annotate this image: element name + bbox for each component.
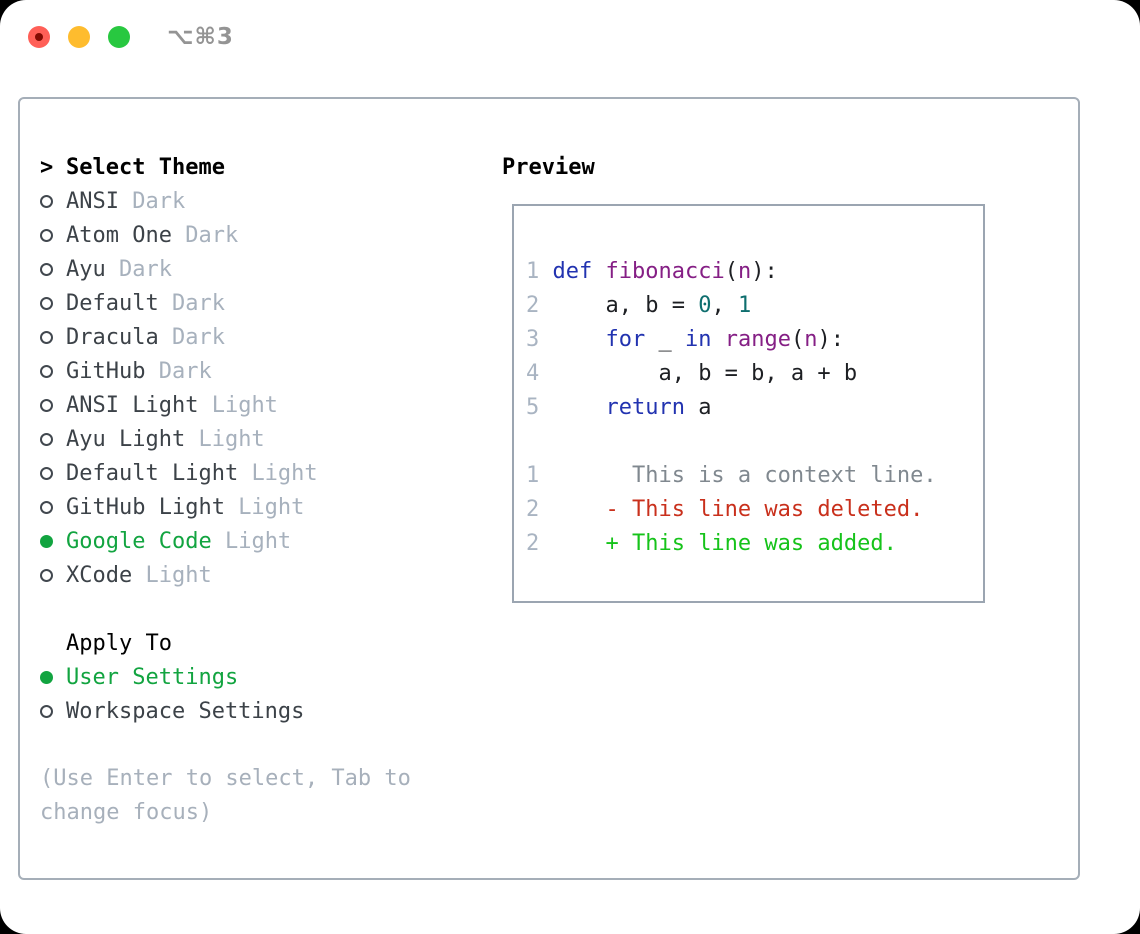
radio-icon[interactable] — [40, 330, 53, 344]
apply-option-workspace-settings[interactable]: Workspace Settings — [40, 694, 450, 728]
spacer — [40, 728, 450, 762]
code-line: 1 def fibonacci(n): — [526, 259, 778, 284]
select-theme-header-row: > Select Theme — [40, 150, 450, 184]
apply-option-user-settings[interactable]: User Settings — [40, 660, 450, 694]
blank-line — [526, 425, 983, 459]
theme-tag: Light — [224, 528, 292, 554]
selected-radio-icon[interactable] — [40, 670, 53, 684]
prompt-caret: > — [40, 154, 54, 180]
help-hint: (Use Enter to select, Tab to change focu… — [40, 766, 411, 825]
diff-line-ctx: 1 This is a context line. — [526, 463, 937, 488]
theme-tag: Dark — [132, 188, 186, 214]
theme-tag: Light — [251, 460, 318, 486]
zoom-button[interactable] — [108, 26, 130, 48]
diff-line-add: 2 + This line was added. — [526, 531, 897, 556]
apply-target-name: Workspace Settings — [66, 698, 305, 724]
titlebar: ⌥⌘3 — [0, 0, 1140, 70]
theme-option-xcode[interactable]: XCode Light — [40, 558, 450, 592]
theme-name: Ayu — [66, 256, 119, 282]
spacer — [40, 592, 450, 626]
theme-tag: Dark — [171, 324, 225, 350]
radio-icon[interactable] — [40, 262, 53, 276]
code-lines: 1 def fibonacci(n): 2 a, b = 0, 1 3 for _ … — [526, 255, 983, 425]
theme-name: GitHub Light — [66, 494, 239, 520]
theme-name: GitHub — [66, 358, 159, 384]
radio-icon[interactable] — [40, 296, 53, 310]
theme-option-github-light[interactable]: GitHub Light Light — [40, 490, 450, 524]
radio-icon[interactable] — [40, 704, 53, 718]
theme-option-ansi[interactable]: ANSI Dark — [40, 184, 450, 218]
radio-icon[interactable] — [40, 466, 53, 480]
diff-line-del: 2 - This line was deleted. — [526, 497, 924, 522]
theme-tag: Dark — [185, 222, 239, 248]
theme-option-ansi-light[interactable]: ANSI Light Light — [40, 388, 450, 422]
radio-icon[interactable] — [40, 398, 53, 412]
diff-lines: 1 This is a context line. 2 - This line w… — [526, 459, 983, 561]
window-title: ⌥⌘3 — [167, 24, 234, 50]
radio-icon[interactable] — [40, 500, 53, 514]
radio-icon[interactable] — [40, 364, 53, 378]
selected-radio-icon[interactable] — [40, 534, 53, 548]
code-line: 3 for _ in range(n): — [526, 327, 844, 352]
theme-tag: Light — [211, 392, 278, 418]
close-button[interactable] — [28, 26, 50, 48]
theme-tag: Light — [238, 494, 305, 520]
theme-option-default-light[interactable]: Default Light Light — [40, 456, 450, 490]
code-line: 2 a, b = 0, 1 — [526, 293, 752, 318]
theme-option-google-code[interactable]: Google Code Light — [40, 524, 450, 558]
theme-name: XCode — [66, 562, 146, 588]
preview-box: 1 def fibonacci(n): 2 a, b = 0, 1 3 for _ … — [512, 204, 985, 603]
theme-name: Atom One — [66, 222, 186, 248]
theme-tag: Dark — [171, 290, 225, 316]
theme-option-ayu-light[interactable]: Ayu Light Light — [40, 422, 450, 456]
apply-to-header: Apply To — [66, 630, 172, 656]
code-line: 4 a, b = b, a + b — [526, 361, 858, 386]
theme-tag: Light — [198, 426, 265, 452]
theme-option-dracula[interactable]: Dracula Dark — [40, 320, 450, 354]
radio-icon[interactable] — [40, 194, 53, 208]
theme-name: ANSI Light — [66, 392, 212, 418]
theme-name: ANSI — [66, 188, 133, 214]
minimize-button[interactable] — [68, 26, 90, 48]
theme-option-atom-one[interactable]: Atom One Dark — [40, 218, 450, 252]
theme-name: Google Code — [66, 528, 225, 554]
preview-header: Preview — [502, 154, 595, 180]
preview-column: Preview 1 def fibonacci(n): 2 a, b = 0, 1… — [502, 150, 985, 603]
theme-tag: Dark — [118, 256, 172, 282]
theme-tag: Dark — [158, 358, 212, 384]
select-theme-header: Select Theme — [66, 154, 225, 180]
radio-icon[interactable] — [40, 432, 53, 446]
theme-name: Ayu Light — [66, 426, 199, 452]
radio-icon[interactable] — [40, 228, 53, 242]
radio-icon[interactable] — [40, 568, 53, 582]
theme-tag: Light — [145, 562, 212, 588]
theme-name: Default — [66, 290, 172, 316]
theme-option-ayu[interactable]: Ayu Dark — [40, 252, 450, 286]
theme-option-github[interactable]: GitHub Dark — [40, 354, 450, 388]
theme-option-default[interactable]: Default Dark — [40, 286, 450, 320]
code-line: 5 return a — [526, 395, 712, 420]
apply-target-name: User Settings — [66, 664, 239, 690]
theme-name: Default Light — [66, 460, 252, 486]
theme-name: Dracula — [66, 324, 172, 350]
